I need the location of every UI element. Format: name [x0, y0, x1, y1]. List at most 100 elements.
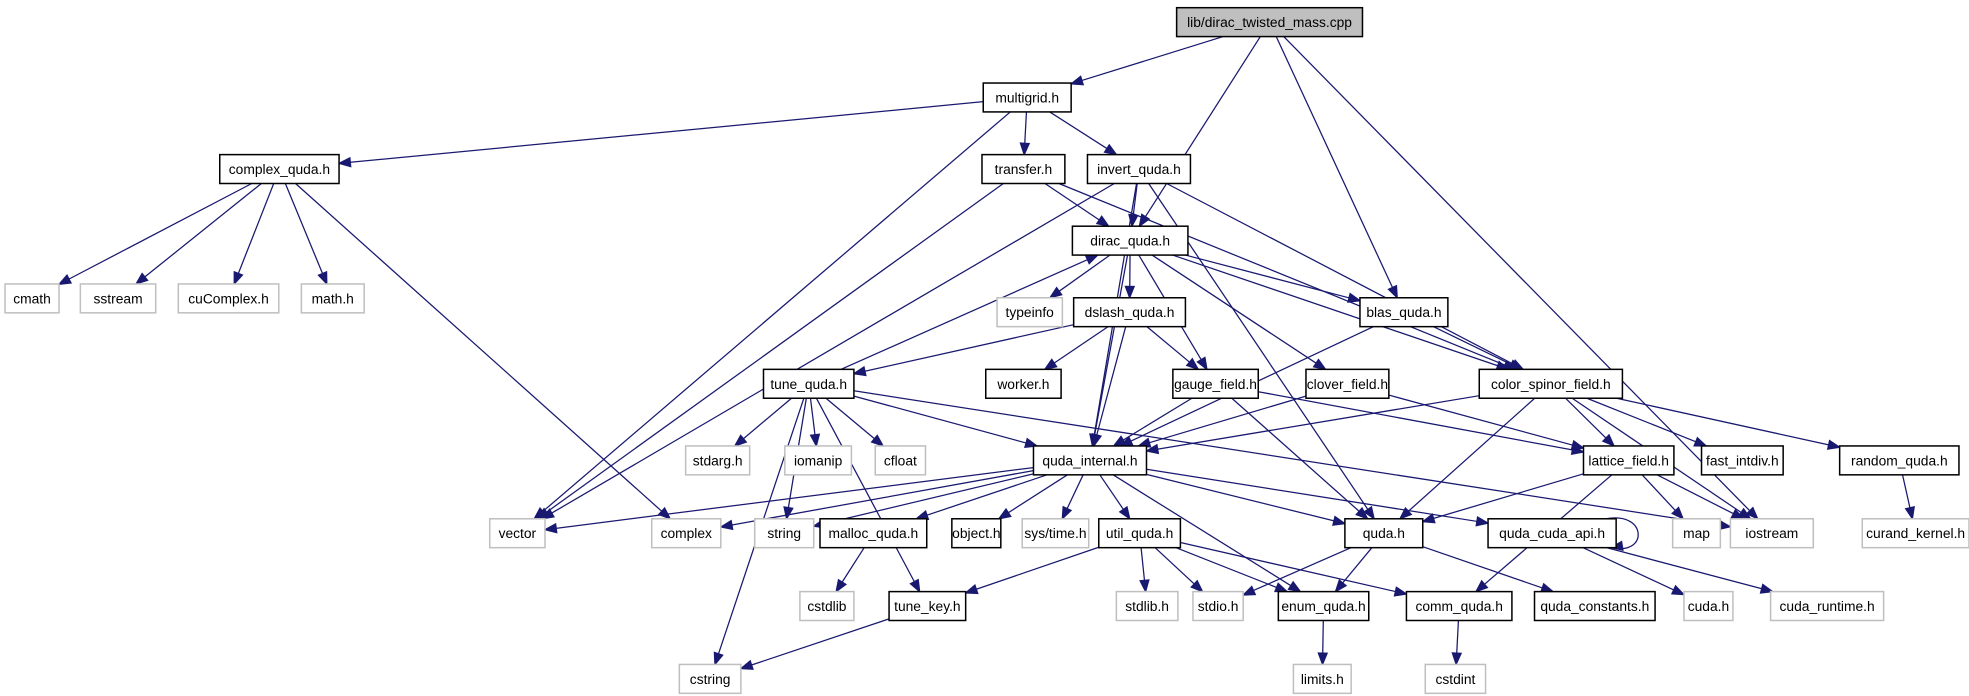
node-label: cmath [13, 290, 51, 306]
node-box [1115, 590, 1179, 622]
node-label: transfer.h [995, 161, 1053, 177]
node-label: clover_field.h [1307, 376, 1388, 392]
arrowhead [1103, 143, 1118, 156]
node-box [1086, 153, 1192, 185]
node-comm-quda[interactable]: comm_quda.h [1405, 590, 1513, 622]
node-color-spinor-field[interactable]: color_spinor_field.h [1478, 368, 1624, 399]
arrowhead [1355, 506, 1369, 520]
node-quda-constants[interactable]: quda_constants.h [1533, 590, 1656, 622]
node-label: blas_quda.h [1366, 304, 1441, 320]
arrowhead [1112, 435, 1127, 447]
edge-line [143, 183, 262, 279]
node-dirac-quda[interactable]: dirac_quda.h [1071, 225, 1189, 256]
arrowhead [543, 522, 558, 534]
node-gauge-field[interactable]: gauge_field.h [1172, 368, 1260, 399]
node-enum-quda[interactable]: enum_quda.h [1277, 590, 1370, 622]
arrowhead [1334, 579, 1348, 593]
node-object[interactable]: object.h [951, 518, 1002, 549]
node-util-quda[interactable]: util_quda.h [1098, 518, 1182, 549]
node-box [650, 518, 722, 549]
edge-line [1099, 474, 1125, 511]
edge-clover_field-to-lattice_field [1388, 394, 1586, 451]
node-box [1533, 590, 1656, 622]
node-dslash-quda[interactable]: dslash_quda.h [1072, 297, 1187, 328]
node-complex-quda[interactable]: complex_quda.h [219, 153, 340, 185]
node-quda-cuda-api[interactable]: quda_cuda_api.h [1487, 518, 1617, 549]
node-label: map [1683, 525, 1710, 541]
edge-line [1586, 397, 1698, 443]
node-tune-key[interactable]: tune_key.h [888, 590, 967, 622]
arrowhead [1019, 142, 1031, 157]
node-root[interactable]: lib/dirac_twisted_mass.cpp [1175, 6, 1364, 38]
node-label: util_quda.h [1106, 525, 1174, 541]
node-malloc-quda[interactable]: malloc_quda.h [819, 518, 928, 549]
node-box [762, 368, 855, 399]
edge-line [750, 618, 890, 666]
edge-enum_quda-to-limits [1317, 620, 1329, 667]
node-box [1292, 663, 1352, 695]
node-transfer[interactable]: transfer.h [981, 153, 1066, 185]
node-label: fast_intdiv.h [1706, 452, 1779, 468]
node-invert-quda[interactable]: invert_quda.h [1086, 153, 1192, 185]
edge-line [1341, 547, 1373, 585]
node-limits: limits.h [1292, 663, 1352, 695]
edge-util_quda-to-stdlib [1139, 547, 1150, 594]
edge-line [825, 397, 876, 440]
node-box [1277, 590, 1370, 622]
edge-line [815, 397, 916, 584]
node-label: cstring [690, 671, 731, 687]
node-multigrid[interactable]: multigrid.h [982, 82, 1072, 113]
node-worker[interactable]: worker.h [985, 368, 1062, 399]
node-box [219, 153, 340, 185]
node-box [799, 590, 855, 622]
node-box [888, 590, 967, 622]
node-math: math.h [300, 283, 365, 314]
arrowhead [1826, 439, 1842, 450]
node-box [488, 518, 546, 549]
edge-quda_internal-to-systime [1061, 474, 1084, 521]
node-clover-field[interactable]: clover_field.h [1305, 368, 1390, 399]
node-quda-internal[interactable]: quda_internal.h [1032, 445, 1148, 476]
node-label: object.h [952, 525, 1000, 541]
node-box [985, 368, 1062, 399]
node-fast-intdiv[interactable]: fast_intdiv.h [1700, 445, 1784, 476]
edge-line [1132, 183, 1138, 217]
edge-tune_quda-to-cfloat [825, 397, 885, 448]
node-label: sys/time.h [1024, 525, 1086, 541]
node-blas-quda[interactable]: blas_quda.h [1359, 297, 1449, 328]
node-box [1072, 297, 1187, 328]
node-box [996, 297, 1064, 328]
arrowhead [337, 156, 352, 168]
edge-line [742, 397, 792, 440]
edge-root-to-multigrid [1069, 35, 1224, 86]
node-complex: complex [650, 518, 722, 549]
edge-line [809, 398, 816, 437]
edge-line [1616, 397, 1830, 446]
node-lattice-field[interactable]: lattice_field.h [1582, 445, 1675, 476]
edge-line [1180, 541, 1397, 593]
edge-line [1275, 36, 1394, 289]
node-quda[interactable]: quda.h [1344, 518, 1424, 549]
edge-line [1151, 254, 1318, 365]
node-label: dslash_quda.h [1085, 304, 1175, 320]
node-label: string [767, 525, 801, 541]
nodes: lib/dirac_twisted_mass.cpp multigrid.h com… [4, 6, 1969, 695]
edge-quda_cuda_api-to-cuda [1582, 547, 1686, 596]
edge-gauge_field-to-quda_internal [1112, 397, 1193, 447]
arrowhead [733, 434, 748, 448]
node-box [1683, 590, 1734, 622]
edge-line [730, 469, 1034, 526]
node-cuda-runtime: cuda_runtime.h [1769, 590, 1885, 622]
node-label: complex_quda.h [229, 161, 330, 177]
node-label: quda_cuda_api.h [1499, 525, 1605, 541]
edge-quda-to-stdio [1241, 547, 1352, 596]
arrowhead [134, 272, 149, 286]
edge-tune_quda-to-tune_key [815, 397, 921, 594]
edge-line [1166, 182, 1515, 366]
node-box [1424, 663, 1487, 695]
node-tune-quda[interactable]: tune_quda.h [762, 368, 855, 399]
node-box [1700, 445, 1784, 476]
node-box [1671, 518, 1722, 549]
node-random-quda[interactable]: random_quda.h [1838, 445, 1960, 476]
